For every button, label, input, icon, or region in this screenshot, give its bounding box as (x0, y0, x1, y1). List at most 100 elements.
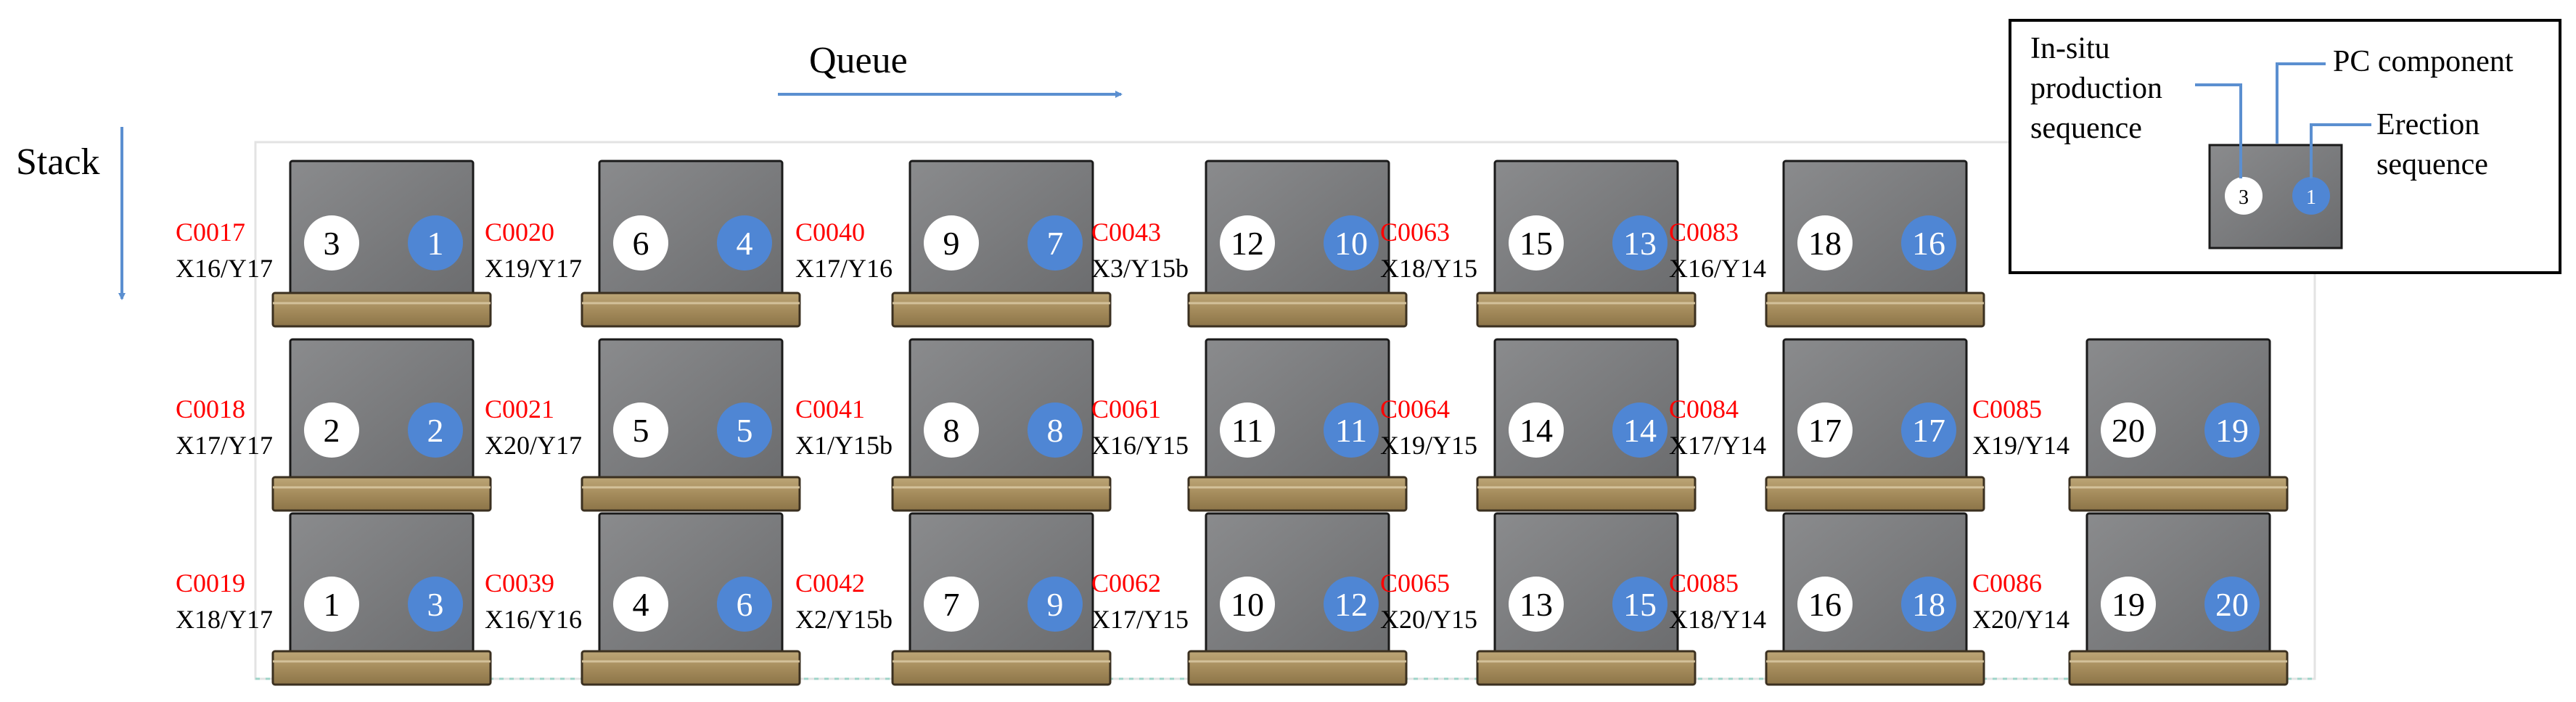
pallet (2068, 650, 2289, 686)
pallet (1476, 650, 1697, 686)
production-number: 16 (1808, 586, 1842, 623)
legend-insitu-line-3: sequence (2030, 112, 2142, 145)
legend-erection-line-1: Erection (2376, 108, 2479, 141)
component-code: C0021 (485, 395, 554, 424)
legend-erection-number: 1 (2306, 186, 2316, 209)
pallet (581, 292, 801, 328)
erection-number: 11 (1335, 412, 1367, 449)
production-circle (2101, 402, 2156, 458)
erection-number: 4 (737, 225, 753, 262)
erection-circle (1612, 577, 1668, 632)
production-number: 13 (1519, 586, 1553, 623)
legend-insitu-leader (2195, 83, 2242, 178)
production-circle (1797, 402, 1853, 458)
component-code: C0040 (795, 218, 865, 247)
erection-circle (1901, 215, 1956, 271)
pallet (271, 476, 492, 512)
production-number: 18 (1808, 225, 1842, 262)
erection-circle (1324, 402, 1379, 458)
legend-insitu-line-2: production (2030, 72, 2162, 105)
pallet (1476, 476, 1697, 512)
component-code: C0064 (1380, 395, 1450, 424)
production-number: 3 (324, 225, 340, 262)
erection-circle (717, 402, 772, 458)
component-code: C0042 (795, 569, 865, 598)
production-circle (613, 402, 668, 458)
legend-production-number: 3 (2239, 186, 2249, 209)
pallet (1765, 650, 1985, 686)
production-number: 19 (2112, 586, 2145, 623)
component-grid-position: X17/Y17 (176, 431, 273, 460)
component-code: C0085 (1669, 569, 1739, 598)
production-circle (613, 577, 668, 632)
production-circle (1797, 215, 1853, 271)
erection-number: 19 (2215, 412, 2249, 449)
component-code: C0063 (1380, 218, 1450, 247)
component-code: C0043 (1091, 218, 1161, 247)
component-grid-position: X20/Y17 (485, 431, 582, 460)
production-number: 14 (1519, 412, 1553, 449)
pallet (1765, 476, 1985, 512)
pallet (1187, 292, 1408, 328)
component-code: C0039 (485, 569, 554, 598)
erection-number: 5 (737, 412, 753, 449)
erection-number: 2 (427, 412, 444, 449)
legend-insitu-line-1: In-situ (2030, 32, 2110, 65)
component-code: C0084 (1669, 395, 1739, 424)
erection-circle (1027, 215, 1083, 271)
production-circle (1220, 402, 1275, 458)
component-grid-position: X3/Y15b (1091, 254, 1189, 283)
erection-circle (408, 577, 463, 632)
erection-circle (1901, 577, 1956, 632)
legend-pc-component-label: PC component (2333, 45, 2514, 78)
erection-circle (1027, 577, 1083, 632)
production-number: 1 (324, 586, 340, 623)
production-number: 11 (1231, 412, 1263, 449)
erection-circle (2204, 402, 2260, 458)
erection-number: 6 (737, 586, 753, 623)
production-circle (1509, 402, 1564, 458)
pallet (1187, 650, 1408, 686)
component-grid-position: X17/Y15 (1091, 605, 1189, 634)
component-grid-position: X1/Y15b (795, 431, 893, 460)
erection-number: 17 (1912, 412, 1945, 449)
legend-insitu-label: In-situ production sequence (2030, 32, 2170, 145)
erection-number: 7 (1047, 225, 1064, 262)
erection-number: 9 (1047, 586, 1064, 623)
pallet (271, 650, 492, 686)
component-code: C0019 (176, 569, 245, 598)
legend-erection-line-2: sequence (2376, 148, 2488, 181)
production-number: 5 (633, 412, 649, 449)
component-code: C0018 (176, 395, 245, 424)
component-code: C0065 (1380, 569, 1450, 598)
production-circle (1797, 577, 1853, 632)
production-circle (304, 577, 359, 632)
production-number: 4 (633, 586, 649, 623)
production-circle (924, 215, 979, 271)
component-grid-position: X20/Y14 (1972, 605, 2070, 634)
production-circle (1509, 577, 1564, 632)
production-number: 20 (2112, 412, 2145, 449)
erection-number: 18 (1912, 586, 1945, 623)
component-grid-position: X2/Y15b (795, 605, 893, 634)
production-circle (304, 215, 359, 271)
component-code: C0061 (1091, 395, 1161, 424)
production-number: 10 (1231, 586, 1264, 623)
erection-number: 16 (1912, 225, 1945, 262)
erection-number: 20 (2215, 586, 2249, 623)
pallet (1476, 292, 1697, 328)
pallet (581, 650, 801, 686)
